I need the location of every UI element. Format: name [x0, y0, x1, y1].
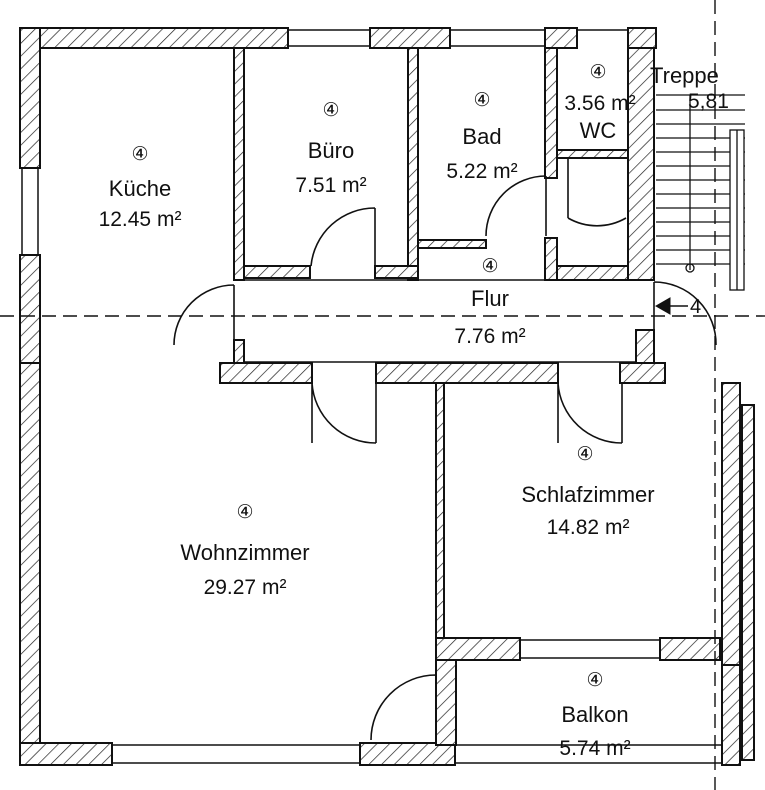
flur-area: 7.76 m²: [454, 325, 525, 348]
wall-kueche-buero: [233, 47, 245, 281]
room-wc: ④ 3.56 m² WC: [564, 62, 635, 143]
treppe-area: 5,81: [688, 90, 729, 113]
room-balkon: ④ Balkon 5.74 m²: [559, 670, 630, 760]
wall-top-left: [19, 27, 289, 49]
kueche-name: Küche: [109, 176, 171, 201]
wall-right-schlaf: [721, 382, 741, 666]
wall-bad-bottom: [417, 239, 487, 249]
wall-schlaf-bottom-right: [659, 637, 721, 661]
wall-wohn-schlaf: [435, 382, 445, 654]
treppe-name: Treppe: [650, 63, 719, 88]
flur-marker: ④: [481, 256, 498, 277]
room-wohnzimmer: ④ Wohnzimmer 29.27 m²: [180, 502, 309, 599]
room-kueche: ④ Küche 12.45 m²: [99, 144, 182, 231]
section-marker-label: 4: [690, 296, 701, 318]
balkon-area: 5.74 m²: [559, 737, 630, 760]
wohnzimmer-name: Wohnzimmer: [180, 540, 309, 565]
schlafzimmer-area: 14.82 m²: [547, 516, 630, 539]
room-treppe: Treppe 5,81: [650, 63, 729, 113]
wall-kueche-flur-lower: [233, 339, 245, 365]
wall-top-wc: [627, 27, 657, 49]
wall-schlaf-bottom-left: [435, 637, 521, 661]
buero-name: Büro: [308, 138, 354, 163]
wall-top-right: [544, 27, 578, 49]
wall-bottom-mid: [359, 742, 456, 766]
wall-right-balkon: [721, 664, 741, 766]
kueche-marker: ④: [131, 144, 148, 165]
room-flur: ④ Flur 7.76 m²: [454, 256, 525, 348]
wall-buero-bottom-left: [243, 265, 311, 279]
windows: [21, 29, 722, 764]
room-bad: ④ Bad 5.22 m²: [446, 90, 517, 183]
balkon-name: Balkon: [561, 702, 628, 727]
wall-buero-bad: [407, 47, 419, 281]
bad-marker: ④: [473, 90, 490, 111]
wall-wc-inner: [556, 149, 629, 159]
buero-area: 7.51 m²: [295, 174, 366, 197]
bad-area: 5.22 m²: [446, 160, 517, 183]
wall-flur-bottom-left: [219, 362, 313, 384]
kueche-area: 12.45 m²: [99, 208, 182, 231]
room-buero: ④ Büro 7.51 m²: [295, 100, 366, 197]
wc-name: WC: [580, 118, 617, 143]
wall-wc-stairs: [627, 47, 655, 281]
wall-flur-bottom-mid: [375, 362, 559, 384]
walls: [19, 27, 755, 766]
room-schlafzimmer: ④ Schlafzimmer 14.82 m²: [521, 444, 654, 539]
balkon-marker: ④: [586, 670, 603, 691]
wall-bad-wc: [544, 47, 558, 179]
wall-flur-bottom-right: [619, 362, 666, 384]
section-marker: 4: [654, 296, 701, 318]
wall-bottom-left: [19, 742, 113, 766]
wall-top-mid: [369, 27, 451, 49]
stairs: [656, 94, 745, 291]
wall-bad-wc-lower: [544, 237, 558, 281]
flur-name: Flur: [471, 286, 509, 311]
wc-area: 3.56 m²: [564, 92, 635, 115]
doors: [173, 158, 717, 741]
wall-left-lower: [19, 362, 41, 766]
schlafzimmer-marker: ④: [576, 444, 593, 465]
wall-right-strip: [741, 404, 755, 761]
wall-buero-bottom-right: [374, 265, 419, 279]
wall-left-upper: [19, 27, 41, 169]
schlafzimmer-name: Schlafzimmer: [521, 482, 654, 507]
wohnzimmer-marker: ④: [236, 502, 253, 523]
wall-left-mid: [19, 254, 41, 364]
wc-marker: ④: [589, 62, 606, 83]
wohnzimmer-area: 29.27 m²: [204, 576, 287, 599]
wall-wc-bottom: [556, 265, 629, 281]
bad-name: Bad: [462, 124, 501, 149]
buero-marker: ④: [322, 100, 339, 121]
